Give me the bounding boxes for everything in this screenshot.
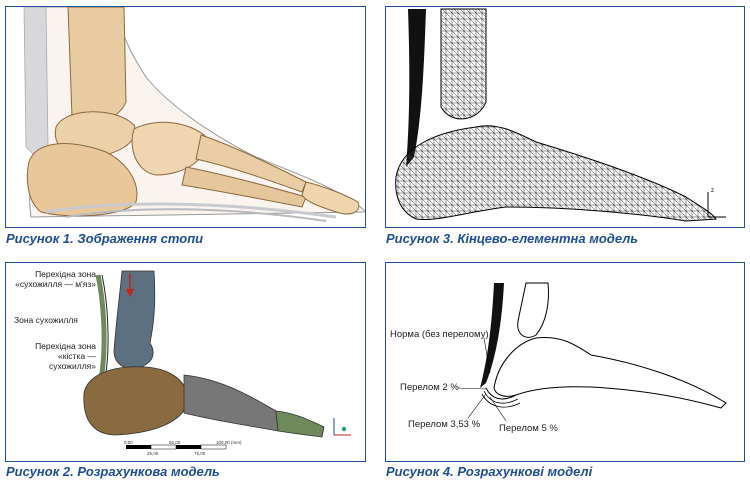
figure-3-panel: z bbox=[385, 6, 745, 228]
figure-2-panel: Перехідна зона «сухожилля — м'яз» Зона с… bbox=[5, 262, 366, 462]
figure-3-caption: Рисунок 3. Кінцево-елементна модель bbox=[386, 231, 639, 246]
label-normal: Норма (без перелому) bbox=[390, 329, 489, 340]
label-fracture-353: Перелом 3,53 % bbox=[408, 419, 481, 430]
finite-element-mesh: z bbox=[395, 8, 726, 222]
figure-4-panel: Норма (без перелому) Перелом 2 % Перелом… bbox=[385, 262, 745, 462]
scale-bar bbox=[126, 444, 227, 450]
figure-4-caption: Рисунок 4. Розрахункові моделі bbox=[386, 464, 593, 479]
scale-sub-0: 25,00 bbox=[147, 451, 159, 456]
foot-anatomy-illustration bbox=[23, 7, 365, 222]
calculation-model-illustration bbox=[83, 270, 351, 450]
axis-triad-icon: z bbox=[707, 188, 726, 218]
label-tendon-zone: Зона сухожилля bbox=[14, 315, 78, 325]
svg-text:z: z bbox=[711, 188, 714, 194]
scale-tick-1: 50,00 bbox=[169, 440, 181, 445]
figure-2-caption: Рисунок 2. Розрахункова модель bbox=[6, 464, 220, 479]
scale-sub-1: 75,00 bbox=[194, 451, 206, 456]
fracture-models-illustration bbox=[457, 282, 727, 422]
figure-1-caption: Рисунок 1. Зображення стопи bbox=[6, 231, 204, 246]
label-transition-bone: Перехідна зона «кістка — сухожилля» bbox=[35, 341, 96, 371]
scale-tick-0: 0,00 bbox=[124, 440, 133, 445]
label-fracture-5: Перелом 5 % bbox=[499, 423, 558, 434]
load-arrow-icon bbox=[126, 273, 134, 297]
scale-tick-2: 100,00 (mm) bbox=[216, 440, 242, 445]
axis-triad-icon bbox=[333, 418, 351, 436]
label-fracture-2: Перелом 2 % bbox=[400, 382, 459, 393]
figure-1-panel bbox=[5, 6, 366, 228]
label-transition-muscle: Перехідна зона «сухожилля — м'яз» bbox=[15, 269, 96, 289]
